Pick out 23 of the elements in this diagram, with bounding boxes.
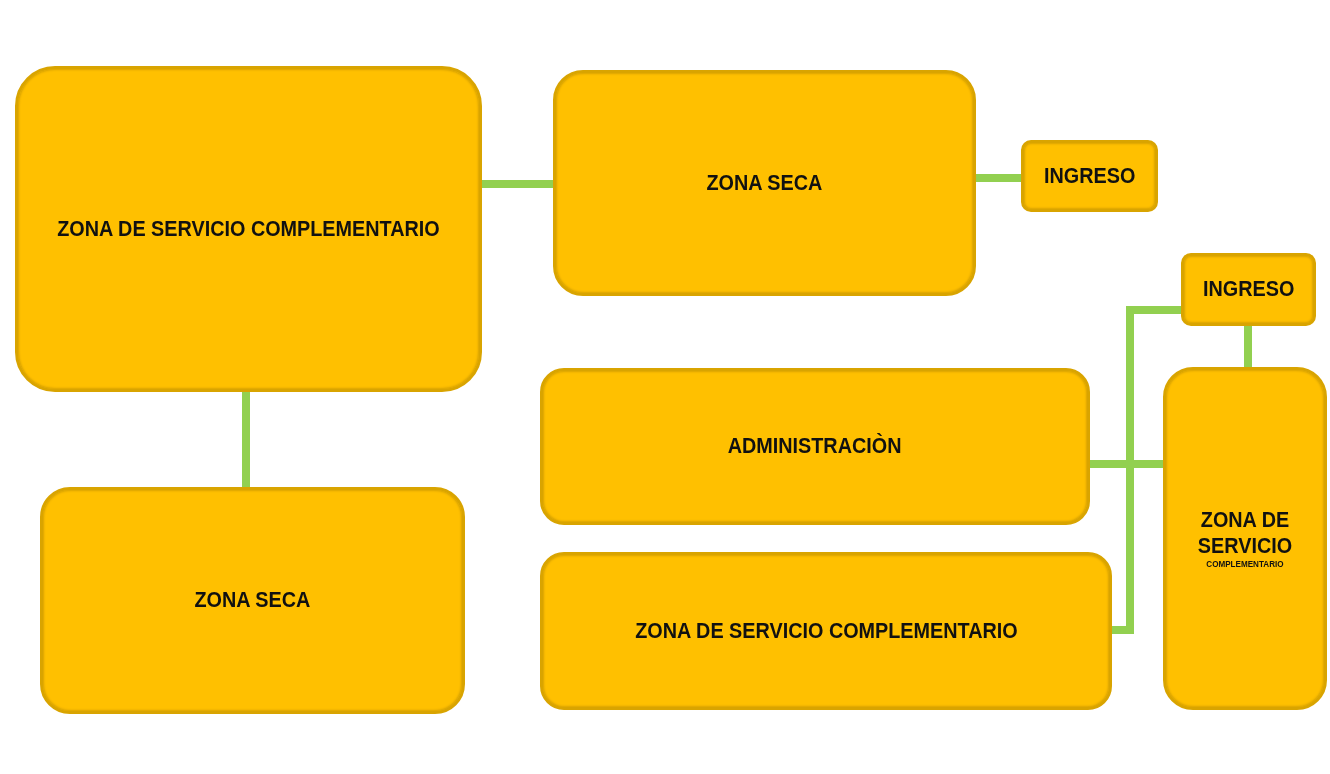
zone-box — [540, 552, 1112, 710]
connector-line — [1244, 326, 1252, 367]
zone-label: COMPLEMENTARIO — [1206, 559, 1284, 571]
zone-label: ZONA SECA — [194, 587, 311, 614]
connector-line — [482, 180, 553, 188]
zone-box — [1163, 367, 1327, 710]
zone-label: INGRESO — [1202, 276, 1295, 303]
connector-line — [1112, 306, 1181, 634]
zone-box — [553, 70, 976, 296]
zone-box — [15, 66, 482, 392]
zone-label: ZONA SECA — [706, 169, 823, 197]
connector-line — [242, 392, 250, 487]
zone-box — [1021, 140, 1158, 212]
connector-line — [976, 174, 1021, 182]
zone-box — [540, 368, 1090, 525]
zone-label: ZONA DE SERVICIO — [1196, 506, 1294, 560]
zone-label: INGRESO — [1043, 162, 1136, 190]
connector-line — [1090, 460, 1163, 468]
zone-label: ZONA DE SERVICIO COMPLEMENTARIO — [634, 617, 1018, 645]
zone-box — [40, 487, 465, 714]
zone-box — [1181, 253, 1316, 326]
zone-label: ADMINISTRACIÒN — [728, 433, 902, 460]
zone-label: ZONA DE SERVICIO COMPLEMENTARIO — [57, 215, 440, 243]
